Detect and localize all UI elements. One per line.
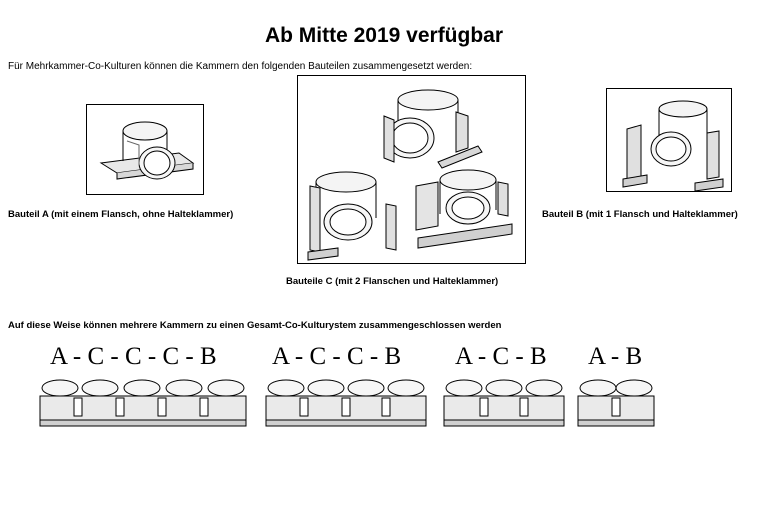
combo-label-4: A - B xyxy=(588,343,643,370)
part-c-image-frame xyxy=(297,75,526,264)
part-b-caption: Bauteil B (mit 1 Flansch und Halteklamme… xyxy=(542,209,738,220)
part-c-caption: Bauteile C (mit 2 Flanschen und Haltekla… xyxy=(286,276,499,287)
part-b-image-frame xyxy=(606,88,732,192)
assembly-heading: Auf diese Weise können mehrere Kammern z… xyxy=(8,320,502,331)
intro-text: Für Mehrkammer-Co-Kulturen können die Ka… xyxy=(8,61,473,72)
assembly-accb-drawing xyxy=(265,379,427,427)
part-a-caption: Bauteil A (mit einem Flansch, ohne Halte… xyxy=(8,209,234,220)
assembly-acccb-drawing xyxy=(39,379,247,427)
combo-label-2: A - C - C - B xyxy=(272,343,402,370)
part-a-image-frame xyxy=(86,104,204,195)
assembly-ab-drawing xyxy=(577,379,655,427)
assembly-acb-drawing xyxy=(443,379,565,427)
combo-label-1: A - C - C - C - B xyxy=(50,343,217,370)
part-c-drawing xyxy=(307,89,513,261)
part-b-drawing xyxy=(622,100,724,192)
combo-label-3: A - C - B xyxy=(455,343,547,370)
part-a-drawing xyxy=(99,121,195,180)
page-title: Ab Mitte 2019 verfügbar xyxy=(264,24,504,47)
